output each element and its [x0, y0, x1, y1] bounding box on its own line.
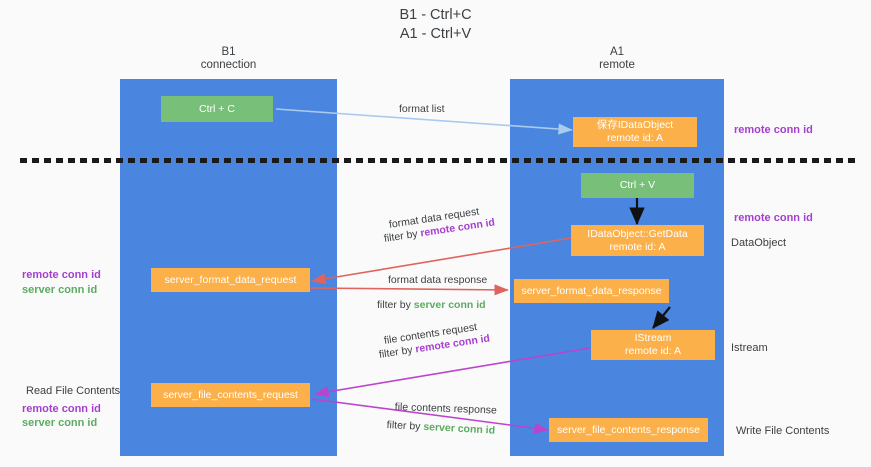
label-left-remote-conn-id: remote conn id: [22, 269, 101, 281]
caption-filter-prefix-2: filter by: [377, 299, 414, 311]
label-remote-conn-id-mid: remote conn id: [734, 212, 813, 224]
lane-header-a1: A1 remote: [599, 46, 635, 71]
caption-format-data-response: format data response: [388, 274, 488, 286]
box-ctrl-v[interactable]: Ctrl + V: [581, 173, 694, 198]
box-server-file-contents-request[interactable]: server_file_contents_request: [151, 383, 310, 407]
label-dataobject: DataObject: [731, 237, 787, 249]
lane-header-b1: B1 connection: [200, 46, 257, 71]
box-server-format-data-response[interactable]: server_format_data_response: [514, 279, 669, 303]
caption-format-data-response-filter: filter by server conn id: [377, 298, 486, 312]
label-left-server-conn-id: server conn id: [22, 284, 98, 296]
label-write-file-contents: Write File Contents: [736, 425, 830, 437]
caption-format-list: format list: [399, 103, 445, 115]
caption-file-contents-response: file contents response: [394, 400, 498, 417]
page-title: B1 - Ctrl+C A1 - Ctrl+V: [399, 7, 472, 42]
caption-filter-prefix-3: filter by: [378, 343, 417, 361]
box-istream[interactable]: IStream remote id: A: [591, 330, 715, 360]
box-server-file-contents-response[interactable]: server_file_contents_response: [549, 418, 708, 442]
caption-filter-key-2: server conn id: [413, 299, 486, 311]
box-ctrl-c[interactable]: Ctrl + C: [161, 96, 273, 122]
box-save-idataobject[interactable]: 保存IDataObject remote id: A: [573, 117, 697, 147]
box-idataobject-getdata[interactable]: IDataObject::GetData remote id: A: [571, 225, 704, 256]
label-left-server-conn-id-2: server conn id: [22, 417, 98, 429]
section-divider: [20, 158, 856, 163]
label-left-remote-conn-id-2: remote conn id: [22, 403, 101, 415]
caption-filter-prefix-1: filter by: [383, 227, 422, 245]
box-server-format-data-request[interactable]: server_format_data_request: [151, 268, 310, 292]
label-remote-conn-id-top: remote conn id: [734, 124, 813, 136]
caption-filter-key-4: server conn id: [423, 420, 496, 437]
caption-file-contents-response-filter: filter by server conn id: [386, 418, 495, 438]
caption-filter-prefix-4: filter by: [386, 418, 424, 433]
label-istream: Istream: [731, 342, 768, 354]
label-read-file-contents: Read File Contents: [26, 385, 121, 397]
